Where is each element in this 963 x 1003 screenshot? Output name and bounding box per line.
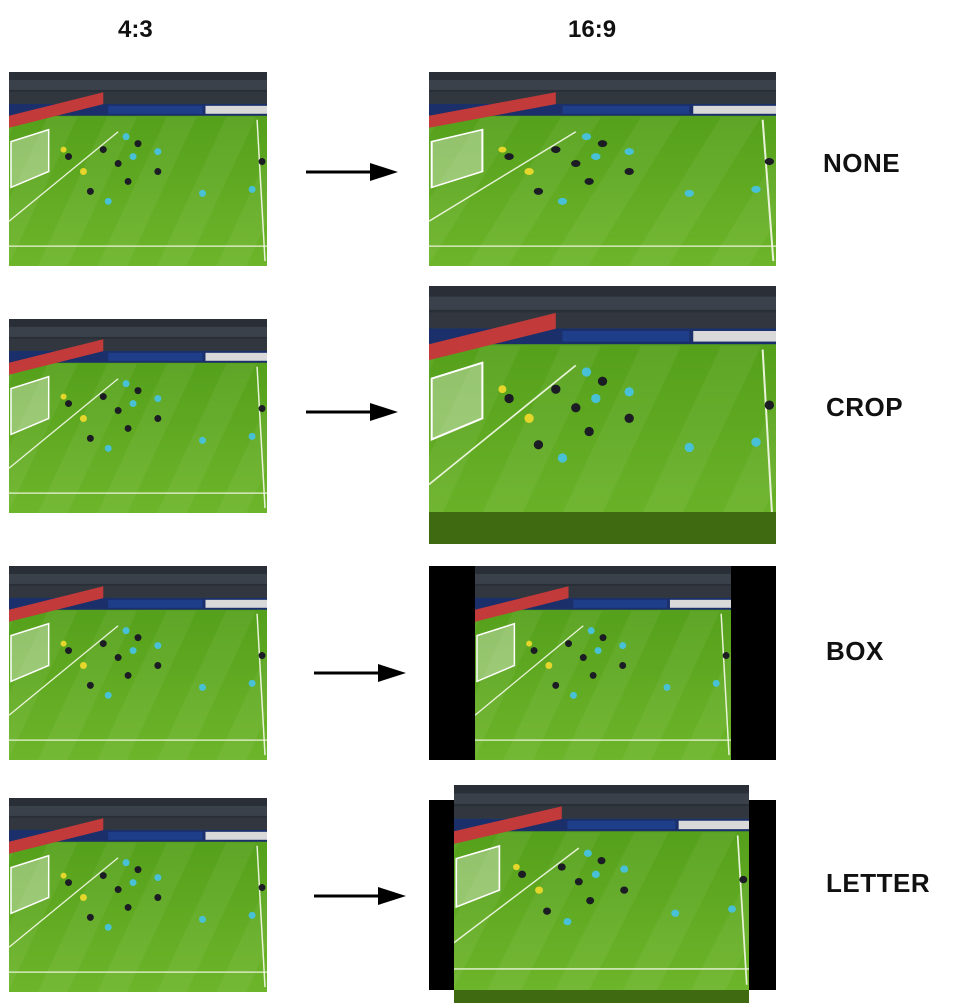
output-frame-none [429, 72, 776, 266]
mode-label-letter: LETTER [826, 868, 931, 898]
arrow-right-icon [306, 160, 398, 184]
source-frame-letter [9, 798, 267, 992]
header-16-9: 16:9 [568, 16, 617, 43]
arrow-right-icon [314, 661, 406, 685]
source-frame-none [9, 72, 267, 266]
arrow-right-icon [314, 884, 406, 908]
mode-label-box: BOX [826, 636, 884, 666]
arrow-right-icon [306, 400, 398, 424]
output-frame-box [475, 566, 731, 760]
mode-label-none: NONE [823, 148, 901, 178]
mode-label-crop: CROP [826, 392, 904, 422]
output-frame-letter [454, 785, 749, 990]
letter-overflow-band [454, 990, 749, 1003]
crop-overflow-band [429, 512, 776, 544]
source-frame-box [9, 566, 267, 760]
header-4-3: 4:3 [118, 16, 153, 43]
source-frame-crop [9, 319, 267, 513]
output-frame-crop [429, 286, 776, 544]
